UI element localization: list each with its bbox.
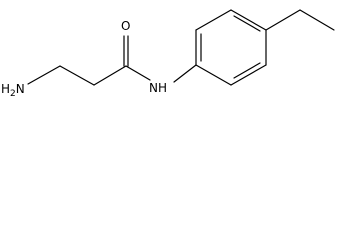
amine-n: N [16, 82, 25, 96]
bond-c3-n [125, 65, 151, 81]
structure-canvas: H2N O NH [0, 0, 337, 103]
ring-inner-bond-2 [233, 15, 261, 32]
bond-ethyl [299, 9, 335, 31]
ring-inner-bond-3 [233, 62, 261, 79]
amine-h-count: 2 [10, 89, 16, 99]
bond-c2-c3 [93, 65, 127, 86]
ring-bond-6 [195, 64, 232, 86]
amide-nh-label: NH [149, 81, 167, 95]
structural-formula: H2N O NH [1, 9, 335, 99]
bond-n-c1 [27, 65, 61, 85]
bond-ring-ethyl [265, 9, 301, 31]
bond-c1-c2 [59, 65, 95, 86]
ring-bond-2 [195, 9, 232, 31]
bond-n-ring [173, 64, 197, 83]
amine-h: H [1, 82, 10, 96]
ring-bond-5 [230, 64, 267, 86]
amine-label: H2N [1, 82, 25, 99]
ring-bond-3 [230, 9, 267, 31]
carbonyl-o-label: O [121, 19, 130, 33]
